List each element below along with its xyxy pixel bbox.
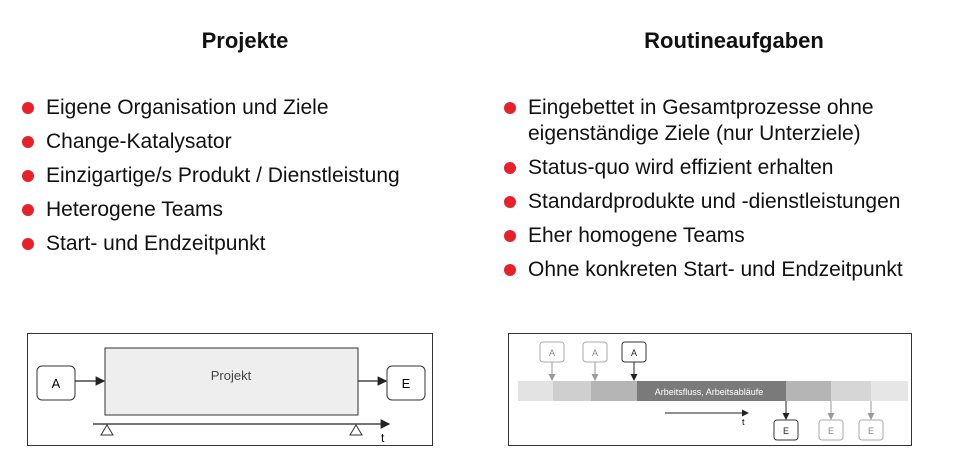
projekt-diagram: A Projekt E t [27, 333, 433, 446]
input-label: A [592, 348, 598, 358]
list-item: Eingebettet in Gesamtprozesse ohne eigen… [504, 95, 974, 147]
projekte-list: Eigene Organisation und Ziele Change-Kat… [22, 95, 482, 265]
routine-diagram: A A A Arbeitsfluss, Arbeitsabläufe t E E… [508, 333, 912, 446]
bullet-icon [22, 102, 34, 114]
output-label: E [868, 426, 874, 436]
input-box [36, 365, 76, 401]
bullet-icon [22, 136, 34, 148]
output-box [773, 419, 799, 441]
output-label: E [828, 426, 834, 436]
routineaufgaben-list: Eingebettet in Gesamtprozesse ohne eigen… [504, 95, 974, 291]
start-marker-icon [100, 424, 114, 436]
bullet-icon [504, 264, 516, 276]
list-item: Start- und Endzeitpunkt [22, 231, 482, 257]
routineaufgaben-heading: Routineaufgaben [644, 28, 824, 53]
bullet-icon [504, 102, 516, 114]
list-item: Einzigartige/s Produkt / Dienstleistung [22, 163, 482, 189]
bullet-icon [504, 162, 516, 174]
bullet-icon [22, 238, 34, 250]
projekte-heading: Projekte [201, 28, 289, 53]
band-segment [553, 381, 591, 401]
projekt-box [104, 347, 359, 416]
time-label: t [742, 417, 745, 427]
list-item: Status-quo wird effizient erhalten [504, 155, 974, 181]
input-label: A [549, 348, 555, 358]
band-label: Arbeitsfluss, Arbeitsabläufe [655, 387, 764, 397]
bullet-icon [504, 230, 516, 242]
list-item: Change-Katalysator [22, 129, 482, 155]
band-segment [831, 381, 871, 401]
list-item: Eigene Organisation und Ziele [22, 95, 482, 121]
list-item: Standardprodukte und -dienstleistungen [504, 189, 974, 215]
input-label: A [52, 376, 61, 391]
time-label: t [381, 431, 385, 445]
band-segment [786, 381, 831, 401]
list-item: Ohne konkreten Start- und Endzeitpunkt [504, 257, 974, 283]
band-segment [871, 381, 908, 401]
output-box [386, 365, 426, 401]
end-marker-icon [349, 424, 363, 436]
list-item: Eher homogene Teams [504, 223, 974, 249]
output-label: E [402, 376, 411, 391]
output-box [818, 419, 844, 441]
input-label: A [631, 348, 637, 358]
output-label: E [783, 426, 789, 436]
band-segment [518, 381, 553, 401]
bullet-icon [22, 204, 34, 216]
output-box [858, 419, 884, 441]
bullet-icon [504, 196, 516, 208]
bullet-icon [22, 170, 34, 182]
projekt-label: Projekt [211, 368, 252, 383]
band-segment [637, 381, 786, 401]
band-segment [591, 381, 637, 401]
list-item: Heterogene Teams [22, 197, 482, 223]
